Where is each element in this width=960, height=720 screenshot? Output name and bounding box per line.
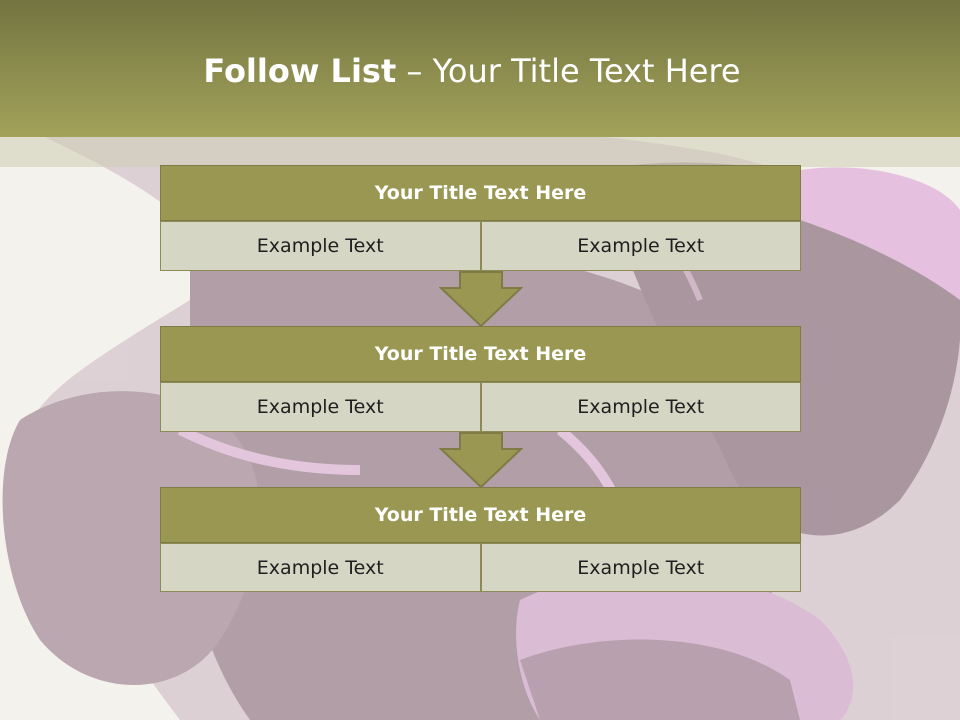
block-cell-left: Example Text — [160, 382, 481, 432]
slide-title-rest: – Your Title Text Here — [396, 52, 741, 90]
list-block-1: Your Title Text Here Example Text Exampl… — [160, 165, 801, 271]
block-row: Example Text Example Text — [160, 382, 801, 432]
block-title: Your Title Text Here — [160, 326, 801, 382]
slide-title-bold: Follow List — [203, 52, 397, 90]
block-row: Example Text Example Text — [160, 543, 801, 592]
list-block-3: Your Title Text Here Example Text Exampl… — [160, 487, 801, 592]
block-title: Your Title Text Here — [160, 487, 801, 543]
block-title: Your Title Text Here — [160, 165, 801, 221]
down-arrow-icon — [439, 432, 523, 488]
block-cell-left: Example Text — [160, 543, 481, 592]
block-cell-left: Example Text — [160, 221, 481, 271]
slide-title: Follow List – Your Title Text Here — [0, 52, 944, 90]
header-band — [0, 0, 960, 137]
block-row: Example Text Example Text — [160, 221, 801, 271]
block-cell-right: Example Text — [480, 221, 801, 271]
block-cell-right: Example Text — [480, 543, 801, 592]
block-cell-right: Example Text — [480, 382, 801, 432]
list-block-2: Your Title Text Here Example Text Exampl… — [160, 326, 801, 432]
header-strip — [0, 137, 960, 167]
down-arrow-icon — [439, 271, 523, 327]
